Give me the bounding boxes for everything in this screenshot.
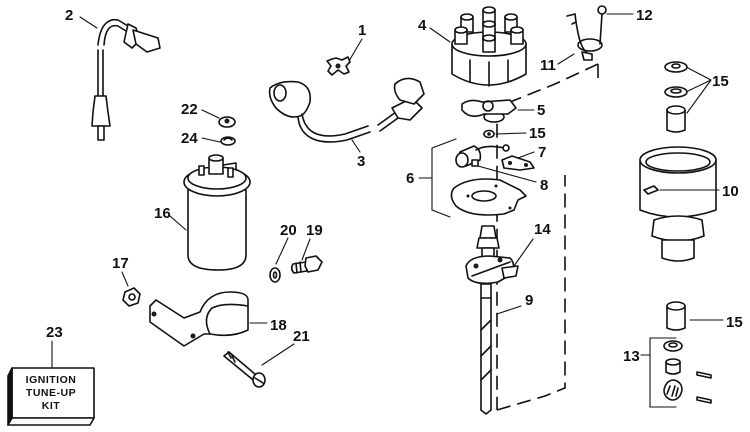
part-15-clip-upper	[483, 129, 495, 139]
part-15-washers-bushing	[664, 61, 688, 133]
part-14-advance-mechanism	[465, 255, 519, 285]
leader-15-upper	[495, 132, 527, 135]
part-18-coil-bracket	[149, 291, 249, 347]
callout-15-upper: 15	[529, 125, 546, 142]
leader-1	[348, 38, 363, 62]
part-23-tune-up-kit: IGNITION TUNE-UP KIT	[7, 367, 95, 426]
leader-14	[513, 238, 534, 267]
leader-16	[169, 215, 187, 231]
part-24-lockwasher	[220, 136, 236, 146]
callout-23: 23	[46, 324, 63, 341]
part-6-breaker-plate	[450, 178, 527, 216]
part-8-condenser	[455, 144, 510, 168]
callout-10: 10	[722, 183, 739, 200]
kit-label-line-1: IGNITION	[26, 374, 77, 386]
part-13-drive-gear-kit	[649, 337, 712, 408]
part-20-washer	[269, 267, 281, 283]
callout-20: 20	[280, 222, 297, 239]
callout-15-right-top: 15	[712, 73, 729, 90]
callout-1: 1	[358, 22, 366, 39]
callout-7: 7	[538, 144, 546, 161]
callout-6: 6	[406, 170, 414, 187]
leader-17	[121, 271, 129, 287]
callout-18: 18	[270, 317, 287, 334]
callout-3: 3	[357, 153, 365, 170]
callout-15-right-bottom: 15	[726, 314, 743, 331]
part-5-rotor	[461, 99, 517, 123]
leader-21	[261, 343, 295, 366]
part-3-spark-plug-lead	[268, 77, 425, 143]
callout-21: 21	[293, 328, 310, 345]
part-9-distributor-shaft	[476, 225, 500, 415]
callout-17: 17	[112, 255, 129, 272]
leader-22	[201, 109, 220, 119]
callout-13: 13	[623, 348, 640, 365]
part-1-spring-clip	[326, 56, 351, 76]
part-17-nut	[122, 287, 141, 307]
part-19-bolt	[290, 255, 323, 274]
part-16-ignition-coil	[183, 154, 251, 271]
callout-22: 22	[181, 101, 198, 118]
callout-8: 8	[540, 177, 548, 194]
leader-7	[517, 151, 535, 159]
callout-5: 5	[537, 102, 545, 119]
callout-4: 4	[418, 17, 427, 34]
part-2-coil-lead	[91, 18, 161, 141]
bracket-6	[431, 138, 457, 218]
leader-19	[301, 238, 311, 261]
leader-15-right-top	[686, 67, 712, 114]
leader-4	[429, 27, 451, 43]
leader-20	[275, 237, 289, 265]
leader-3	[351, 139, 361, 153]
callout-16: 16	[154, 205, 171, 222]
callout-24: 24	[181, 130, 198, 147]
kit-label-line-3: KIT	[42, 400, 61, 412]
part-7-breaker-points	[501, 155, 535, 171]
callout-9: 9	[525, 292, 533, 309]
callout-11: 11	[540, 57, 556, 74]
leader-24	[201, 137, 221, 143]
assembly-dashed-outline	[496, 63, 599, 411]
leader-8	[477, 165, 537, 183]
kit-label-line-2: TUNE-UP	[26, 387, 76, 399]
leader-2	[79, 16, 98, 29]
callout-12: 12	[636, 7, 653, 24]
leader-9	[496, 305, 522, 315]
part-10-distributor-housing	[639, 146, 717, 262]
part-4-distributor-cap	[451, 6, 527, 87]
leader-11	[557, 53, 575, 65]
cap-towers	[454, 6, 524, 53]
callout-14: 14	[534, 221, 551, 238]
part-15-bushing-lower	[666, 301, 686, 331]
part-21-screw	[223, 351, 266, 388]
part-22-nut	[218, 116, 236, 128]
callout-19: 19	[306, 222, 323, 239]
callout-2: 2	[65, 7, 73, 24]
part-11-primary-lead	[566, 5, 607, 61]
